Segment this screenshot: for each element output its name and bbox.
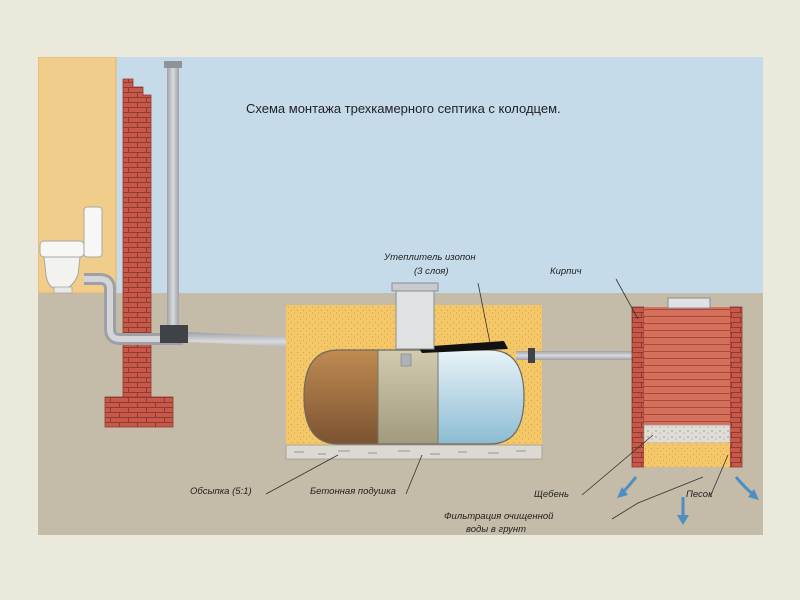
leader-lines (265, 278, 729, 520)
septic-tank (303, 349, 525, 445)
riser-cap (391, 282, 439, 292)
insulation-layers-label: (3 слоя) (414, 266, 449, 277)
sand-layer (644, 443, 730, 467)
tee-joint (160, 325, 188, 343)
septic-installation-diagram: Схема монтажа трехкамерного септика с ко… (38, 57, 763, 535)
filtration-label: Фильтрация очищенной (444, 511, 554, 522)
insulation-label: Утеплитель изопон (383, 252, 476, 263)
sand-label: Песок (686, 489, 713, 500)
tank-riser (395, 286, 435, 350)
gravel-label: Щебень (534, 489, 569, 500)
diagram-title: Схема монтажа трехкамерного септика с ко… (246, 101, 561, 116)
vent-pipe (167, 64, 179, 334)
chamber-1 (304, 350, 378, 444)
well-wall-left (631, 306, 645, 468)
gravel-layer (643, 424, 731, 444)
chamber-3 (438, 350, 524, 444)
outlet-pipe (516, 351, 636, 360)
well-interior (644, 307, 730, 425)
well-wall-right (729, 306, 743, 468)
filtration-well (631, 297, 743, 468)
filtration-label-2: воды в грунт (466, 524, 526, 535)
insulation-layer (418, 341, 508, 353)
concrete-pad (285, 444, 543, 460)
brick-label: Кирпич (550, 266, 582, 277)
diagram-canvas: Схема монтажа трехкамерного септика с ко… (38, 57, 763, 535)
house-brick-wall (122, 78, 152, 418)
foundation-brick (104, 396, 174, 428)
well-lid (667, 297, 711, 309)
sky (38, 57, 763, 295)
toilet-icon (39, 206, 103, 294)
vent-cap (164, 61, 182, 68)
backfill-label: Обсыпка (5:1) (190, 486, 252, 497)
concrete-pad-label: Бетонная подушка (310, 486, 396, 497)
